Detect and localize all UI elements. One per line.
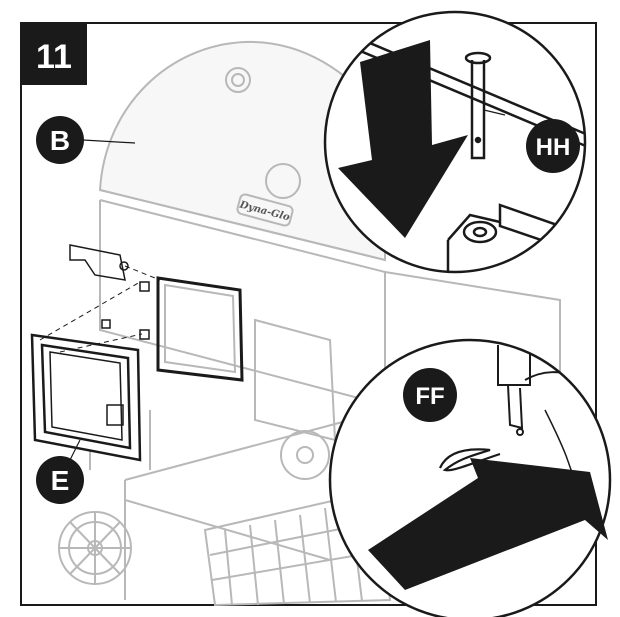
zoom-detail-clip bbox=[328, 338, 612, 617]
callout-e: E bbox=[36, 439, 84, 504]
step-number: 11 bbox=[36, 38, 72, 76]
callout-hh: HH bbox=[526, 119, 580, 173]
arrow-right-icon bbox=[368, 458, 608, 590]
callout-b: B bbox=[36, 116, 136, 164]
callout-b-label: B bbox=[50, 125, 70, 156]
latch-bracket bbox=[69, 244, 150, 340]
callout-ff-label: FF bbox=[415, 383, 444, 410]
grill-illustration bbox=[58, 40, 561, 607]
callout-ff: FF bbox=[403, 368, 457, 422]
arrow-down-icon bbox=[338, 40, 468, 238]
callout-e-label: E bbox=[51, 465, 70, 496]
step-number-badge: 11 bbox=[21, 23, 87, 85]
callout-hh-label: HH bbox=[536, 134, 571, 161]
alignment-lines bbox=[39, 265, 161, 353]
door-panel-e bbox=[30, 333, 142, 462]
zoom-detail-pin bbox=[323, 10, 587, 274]
